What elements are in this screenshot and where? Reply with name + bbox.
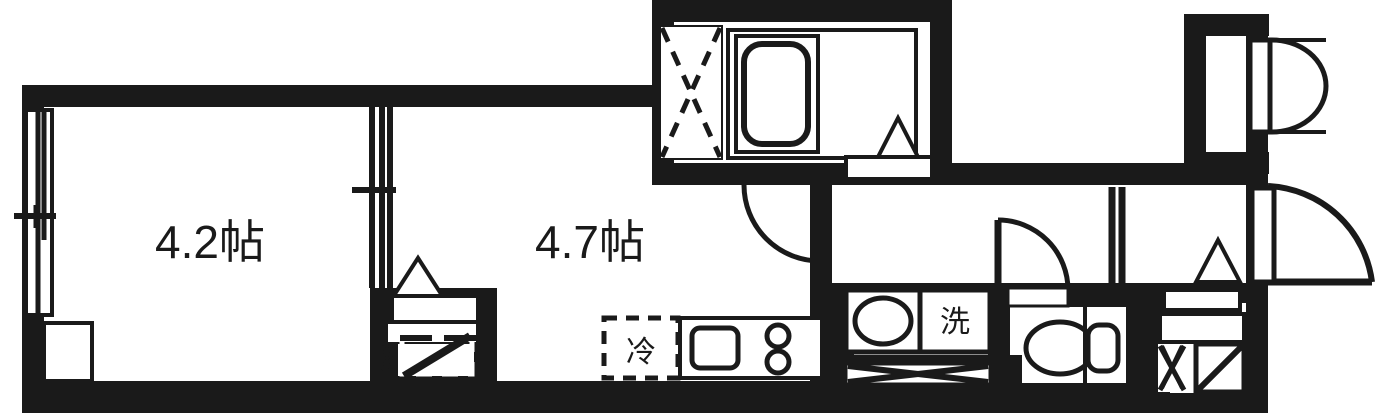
meter-bowtie-path	[380, 345, 394, 371]
balcony-double-door[interactable]	[1247, 37, 1329, 135]
room-interior-left	[44, 107, 370, 381]
alcove-outline	[42, 321, 94, 383]
overhead-storage-triangle-genkan	[1192, 235, 1244, 284]
room-label-ldk: 4.7帖	[535, 216, 645, 268]
wall-top-closet-left-2	[1184, 14, 1206, 174]
wall-toilet-bottom-2	[988, 383, 1148, 413]
entrance-door-leaf	[1249, 185, 1277, 285]
entry-step-diagonal	[401, 332, 473, 380]
shoe-cabinet-shelf-mid	[1158, 312, 1246, 344]
void-x-marker	[659, 26, 723, 159]
void-panel-bg	[659, 25, 723, 160]
washroom-shaft-x	[847, 363, 989, 385]
toilet-door-arc	[997, 217, 1071, 291]
void-x-line-a	[659, 26, 723, 159]
wall-bath-right-2	[930, 0, 952, 185]
entrance-door-arc	[1267, 183, 1375, 283]
wall-top-left-room-2	[22, 85, 652, 107]
shoe-cabinet-group	[1157, 288, 1247, 395]
room-label-left: 4.2帖	[155, 216, 265, 268]
pipe-shaft-x-marker-toilet	[1160, 345, 1184, 389]
entrance-door[interactable]	[1249, 183, 1375, 286]
left-room-alcove	[42, 321, 94, 383]
stove-burner-icon-top	[764, 322, 792, 350]
sliding-partition-door[interactable]	[352, 107, 396, 372]
shoe-cabinet-shelf-top	[1162, 288, 1242, 312]
stove-burner-icon-bottom	[764, 348, 792, 376]
kitchen-sink	[689, 325, 741, 371]
sliding-window-left[interactable]	[14, 108, 56, 317]
void-x-line-b	[659, 26, 723, 159]
wall-toilet-left-2	[988, 283, 1010, 413]
wall-bath-top-2	[652, 0, 952, 22]
washroom-fixtures: 洗	[843, 287, 993, 386]
toilet-tank	[1085, 322, 1121, 374]
bathroom-threshold	[844, 155, 934, 181]
bathtub	[741, 41, 811, 147]
toilet-door-threshold	[1006, 286, 1070, 308]
entry-alcove-storage	[384, 254, 480, 380]
washing-machine-space-box	[917, 287, 993, 355]
corridor-partition	[1108, 187, 1126, 283]
wall-toilet-right-2	[1126, 283, 1148, 413]
shaft-x-line-b	[847, 363, 989, 385]
wall-bottom-left-2	[22, 381, 392, 413]
entry-shelf-upper	[390, 294, 480, 326]
meter-box-x-marker	[380, 345, 394, 371]
bathroom-fixtures	[659, 25, 934, 181]
wall-bottom-ldk-2	[392, 381, 832, 413]
toilet-door[interactable]	[994, 217, 1071, 308]
kitchen-fixtures: 冷	[601, 315, 824, 381]
entrance-step-diagonal	[1195, 343, 1245, 393]
pipe-x-b	[1160, 345, 1184, 389]
balcony-door-leaf	[1247, 37, 1273, 135]
wall-genkan-bottom-2	[1148, 393, 1268, 413]
refrigerator-label: 冷	[626, 336, 656, 369]
washbasin	[852, 295, 914, 347]
toilet-fixtures	[1023, 307, 1121, 383]
washing-machine-label: 洗	[940, 306, 970, 339]
bathroom-door[interactable]	[741, 184, 822, 264]
top-closet-interior	[1206, 36, 1246, 152]
wall-spine-2	[952, 163, 1187, 185]
refrigerator-space-box	[601, 315, 681, 381]
bathroom-door-arc	[741, 184, 821, 264]
